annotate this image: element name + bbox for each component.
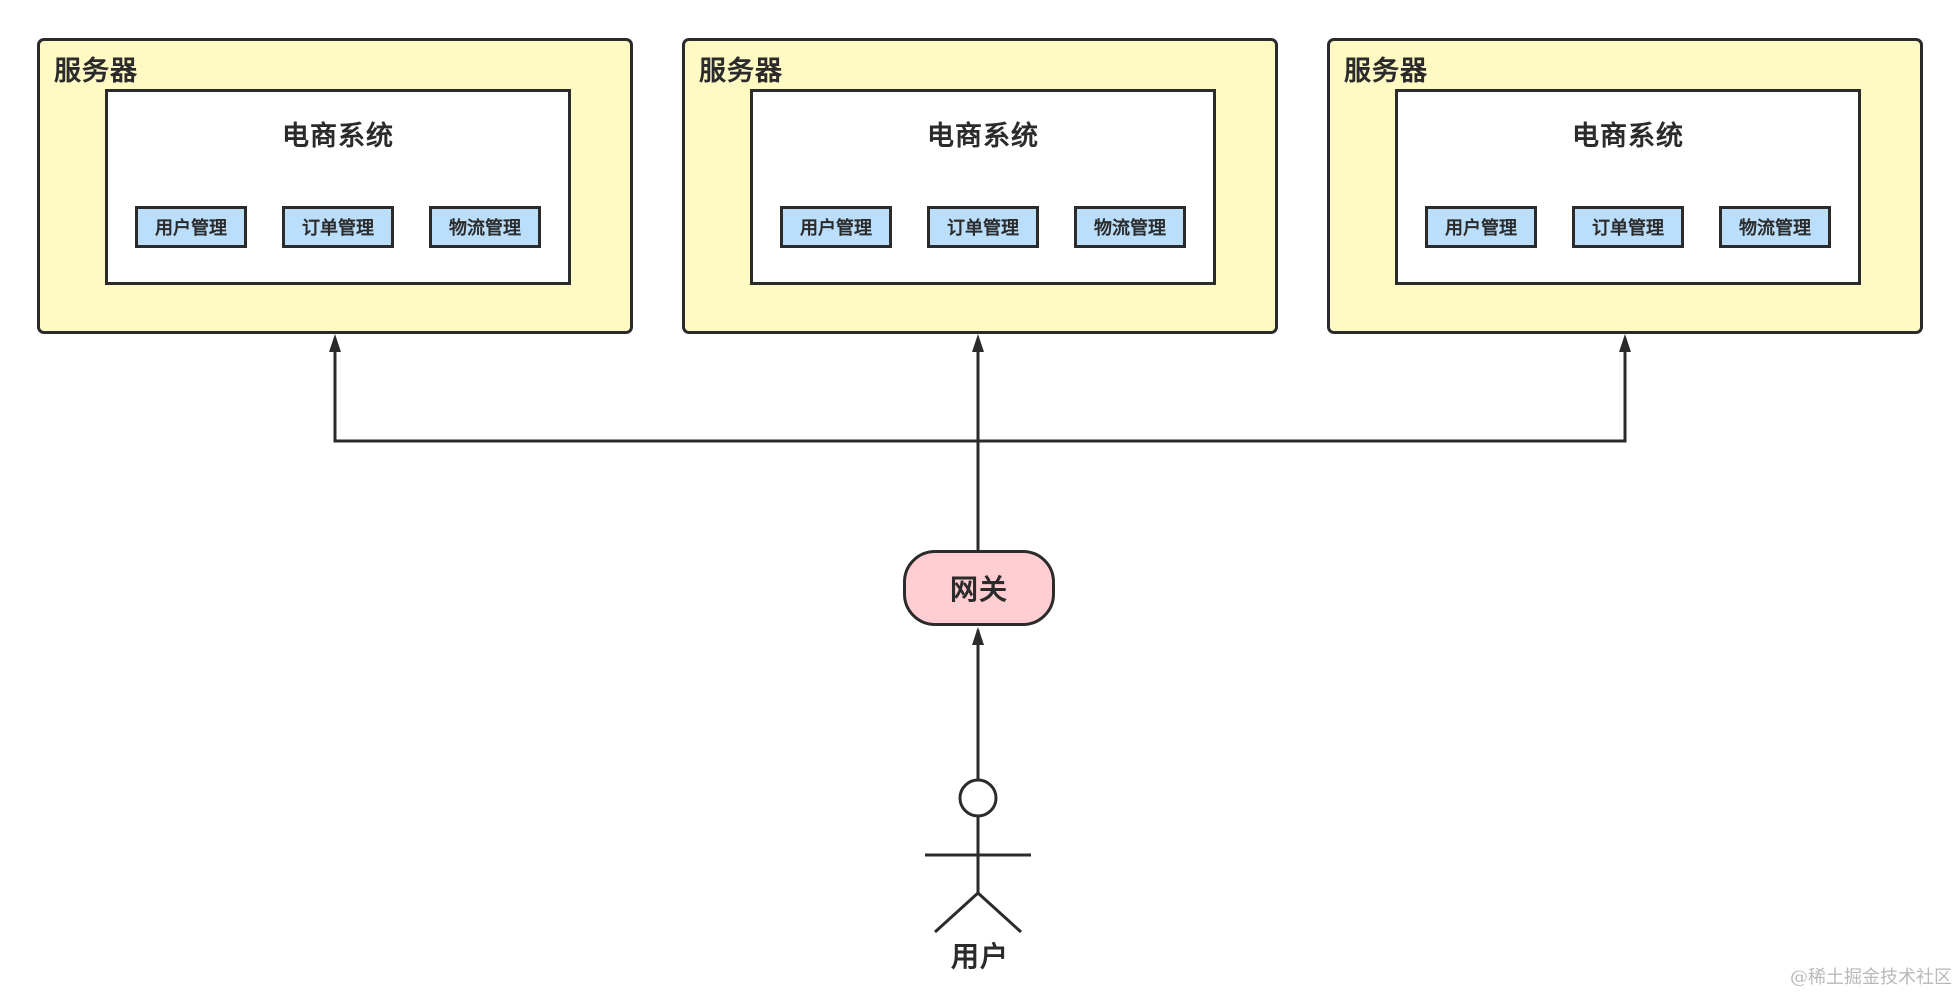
user-actor-icon xyxy=(925,778,1031,934)
module-order-management: 订单管理 xyxy=(282,206,394,248)
arrowhead-server-1 xyxy=(329,334,341,352)
arrowhead-server-2 xyxy=(972,334,984,352)
arrowheads xyxy=(329,334,1631,645)
arrowhead-gateway xyxy=(972,627,984,645)
system-title: 电商系统 xyxy=(927,121,1039,152)
module-logistics-management: 物流管理 xyxy=(429,206,541,248)
module-logistics-management: 物流管理 xyxy=(1719,206,1831,248)
server-box-1: 服务器 电商系统 用户管理 订单管理 物流管理 xyxy=(37,38,633,334)
module-logistics-management: 物流管理 xyxy=(1074,206,1186,248)
server-title: 服务器 xyxy=(1344,56,1428,87)
system-title: 电商系统 xyxy=(282,121,394,152)
ecommerce-system-box: 电商系统 用户管理 订单管理 物流管理 xyxy=(105,89,571,285)
module-user-management: 用户管理 xyxy=(135,206,247,248)
server-box-3: 服务器 电商系统 用户管理 订单管理 物流管理 xyxy=(1327,38,1923,334)
ecommerce-system-box: 电商系统 用户管理 订单管理 物流管理 xyxy=(750,89,1216,285)
module-user-management: 用户管理 xyxy=(780,206,892,248)
system-title: 电商系统 xyxy=(1572,121,1684,152)
module-order-management: 订单管理 xyxy=(1572,206,1684,248)
arrowhead-server-3 xyxy=(1619,334,1631,352)
watermark: @稀土掘金技术社区 xyxy=(1790,967,1952,988)
server-title: 服务器 xyxy=(54,56,138,87)
module-order-management: 订单管理 xyxy=(927,206,1039,248)
server-title: 服务器 xyxy=(699,56,783,87)
gateway-node: 网关 xyxy=(903,550,1055,626)
arrow-to-server-1 xyxy=(333,338,980,550)
server-box-2: 服务器 电商系统 用户管理 订单管理 物流管理 xyxy=(682,38,1278,334)
ecommerce-system-box: 电商系统 用户管理 订单管理 物流管理 xyxy=(1395,89,1861,285)
module-user-management: 用户管理 xyxy=(1425,206,1537,248)
arrow-to-server-3 xyxy=(978,338,1627,443)
user-label: 用户 xyxy=(950,940,1009,973)
